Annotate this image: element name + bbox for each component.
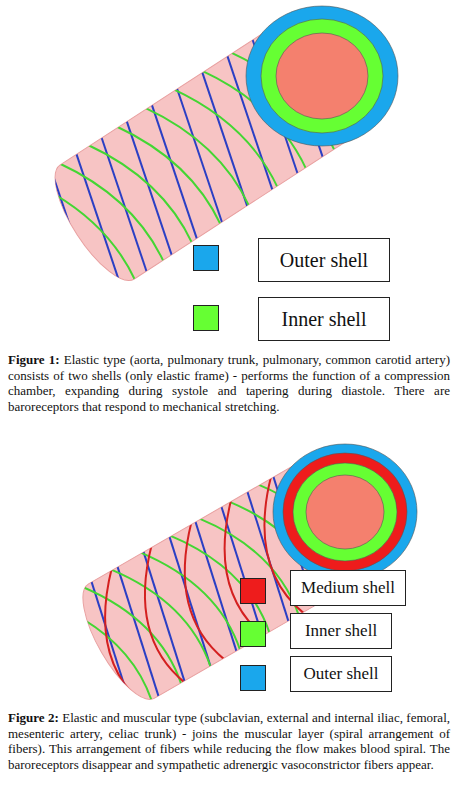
legend-text: Inner shell [305,621,377,641]
legend-box: Inner shell [258,297,390,341]
space [59,710,62,725]
fiber [39,595,133,728]
fiber [59,144,165,281]
legend-box: Outer shell [290,656,392,692]
legend-swatch [240,578,266,604]
fiber [111,545,220,686]
fiber [88,125,194,262]
muscular-artery [22,444,417,738]
shell-ring [273,444,417,580]
legend-swatch [240,621,266,647]
legend-box: Outer shell [258,238,390,282]
fiber [145,88,251,225]
shell-ring [276,33,368,119]
fiber [81,566,184,704]
figure-caption: Figure 2: Elastic and muscular type (sub… [8,710,450,772]
shell-ring [306,475,384,549]
caption-text: Elastic and muscular type (subclavian, e… [8,710,450,772]
fiber [21,169,127,306]
fiber [140,532,243,670]
legend-text: Outer shell [303,664,378,684]
legend-box: Medium shell [290,570,406,606]
fiber [71,568,180,709]
legend-text: Inner shell [282,308,367,331]
shell-ring [261,19,383,133]
elastic-artery [2,5,398,317]
legend-text: Outer shell [280,249,368,272]
fiber [51,583,154,721]
caption-text: Elastic type (aorta, pulmonary trunk, pu… [8,352,450,414]
legend-swatch [193,245,219,271]
shell-ring [246,6,398,146]
fiber [110,549,213,687]
legend-box: Inner shell [290,613,392,649]
space [60,352,64,367]
fiber [146,87,252,224]
fiber [116,107,222,244]
fiber [31,162,137,299]
fiber [2,181,108,318]
legend-swatch [240,665,266,691]
figure-caption: Figure 1: Elastic type (aorta, pulmonary… [8,352,450,414]
legend-text: Medium shell [301,578,395,598]
figure-number: Figure 2: [8,710,59,725]
fiber [71,136,177,273]
shell-ring [283,453,407,571]
figure-number: Figure 1: [8,352,60,367]
legend-swatch [193,305,219,331]
shell-ring [293,463,397,561]
